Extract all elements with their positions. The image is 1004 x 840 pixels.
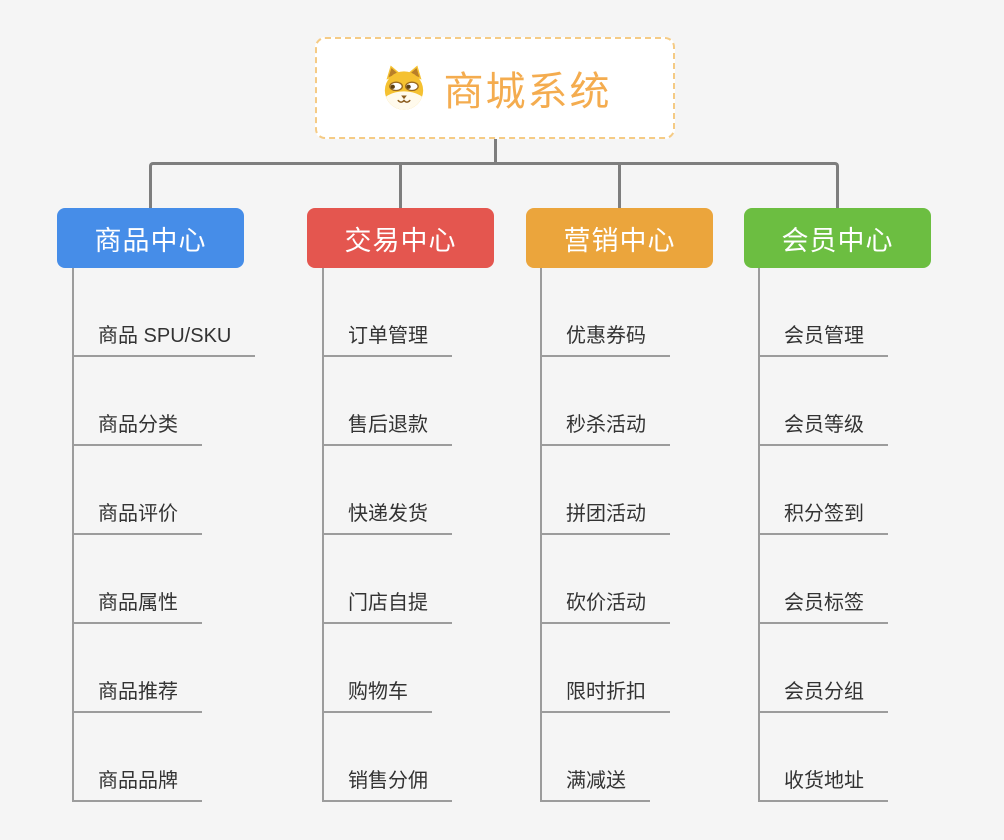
leaf-node[interactable]: 门店自提 (322, 586, 452, 624)
leaf-node[interactable]: 商品品牌 (72, 764, 202, 802)
leaf-node[interactable]: 售后退款 (322, 408, 452, 446)
branch-node-product-center[interactable]: 商品中心 (57, 208, 244, 268)
leaf-node[interactable]: 拼团活动 (540, 497, 670, 535)
leaf-node[interactable]: 快递发货 (322, 497, 452, 535)
leaf-node[interactable]: 商品 SPU/SKU (72, 319, 256, 357)
leaf-node[interactable]: 会员等级 (758, 408, 888, 446)
branch-node-marketing-center[interactable]: 营销中心 (526, 208, 713, 268)
leaf-node[interactable]: 收货地址 (758, 764, 888, 802)
leaf-node[interactable]: 订单管理 (322, 319, 452, 357)
leaf-node[interactable]: 会员分组 (758, 675, 888, 713)
leaf-node[interactable]: 商品评价 (72, 497, 202, 535)
leaf-node[interactable]: 砍价活动 (540, 586, 670, 624)
connector-drop-marketing (618, 165, 621, 208)
branch-child-line-marketing (540, 268, 542, 802)
root-node[interactable]: 商城系统 (315, 37, 675, 139)
leaf-node[interactable]: 满减送 (540, 764, 650, 802)
connector-root-stub (494, 139, 497, 165)
leaf-node[interactable]: 秒杀活动 (540, 408, 670, 446)
branch-child-line-product (72, 268, 74, 802)
leaf-node[interactable]: 会员标签 (758, 586, 888, 624)
connector-drop-trade (399, 165, 402, 208)
leaf-node[interactable]: 商品推荐 (72, 675, 202, 713)
leaf-node[interactable]: 优惠券码 (540, 319, 670, 357)
leaf-node[interactable]: 购物车 (322, 675, 432, 713)
branch-child-line-member (758, 268, 760, 802)
leaf-node[interactable]: 限时折扣 (540, 675, 670, 713)
branch-node-trade-center[interactable]: 交易中心 (307, 208, 494, 268)
root-title: 商城系统 (443, 70, 612, 114)
connector-bracket (149, 162, 839, 208)
branch-child-line-trade (322, 268, 324, 802)
leaf-node[interactable]: 商品分类 (72, 408, 202, 446)
branch-node-member-center[interactable]: 会员中心 (744, 208, 931, 268)
leaf-node[interactable]: 会员管理 (758, 319, 888, 357)
leaf-node[interactable]: 积分签到 (758, 497, 888, 535)
shiba-dog-icon (379, 63, 429, 113)
leaf-node[interactable]: 商品属性 (72, 586, 202, 624)
leaf-node[interactable]: 销售分佣 (322, 764, 452, 802)
